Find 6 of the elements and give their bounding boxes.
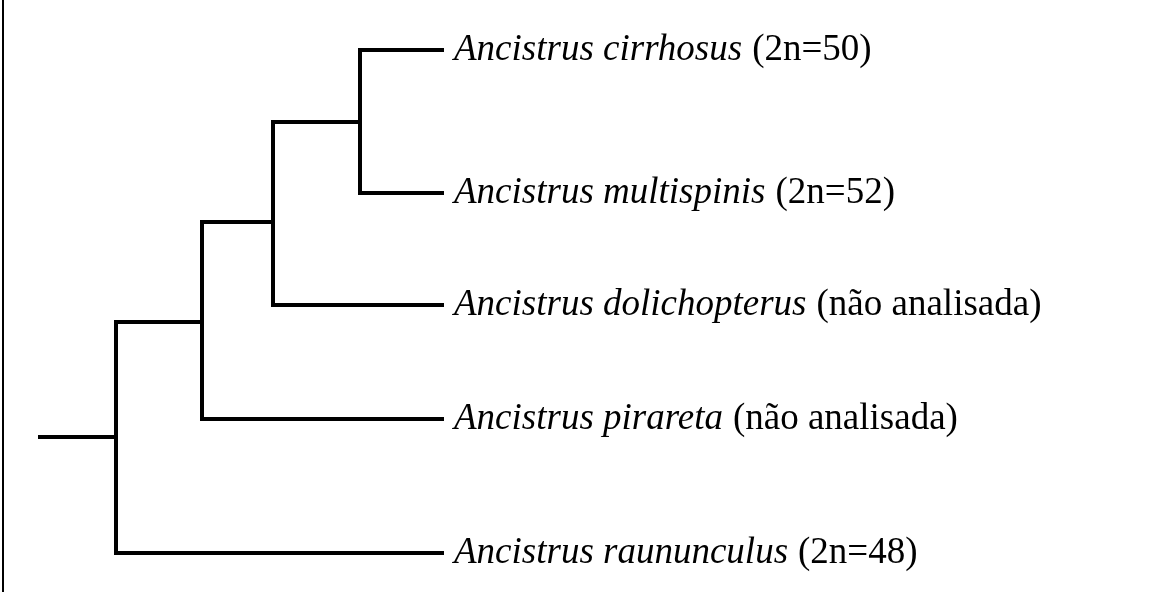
taxon-label: Ancistrus raununculus (2n=48) — [442, 529, 918, 573]
tree-branch — [38, 435, 444, 555]
taxon-label: Ancistrus dolichopterus (não analisada) — [442, 281, 1042, 325]
taxon-label: Ancistrus multispinis (2n=52) — [442, 169, 895, 213]
taxon-label: Ancistrus pirareta (não analisada) — [442, 395, 958, 439]
taxon-label: Ancistrus cirrhosus (2n=50) — [442, 26, 872, 70]
